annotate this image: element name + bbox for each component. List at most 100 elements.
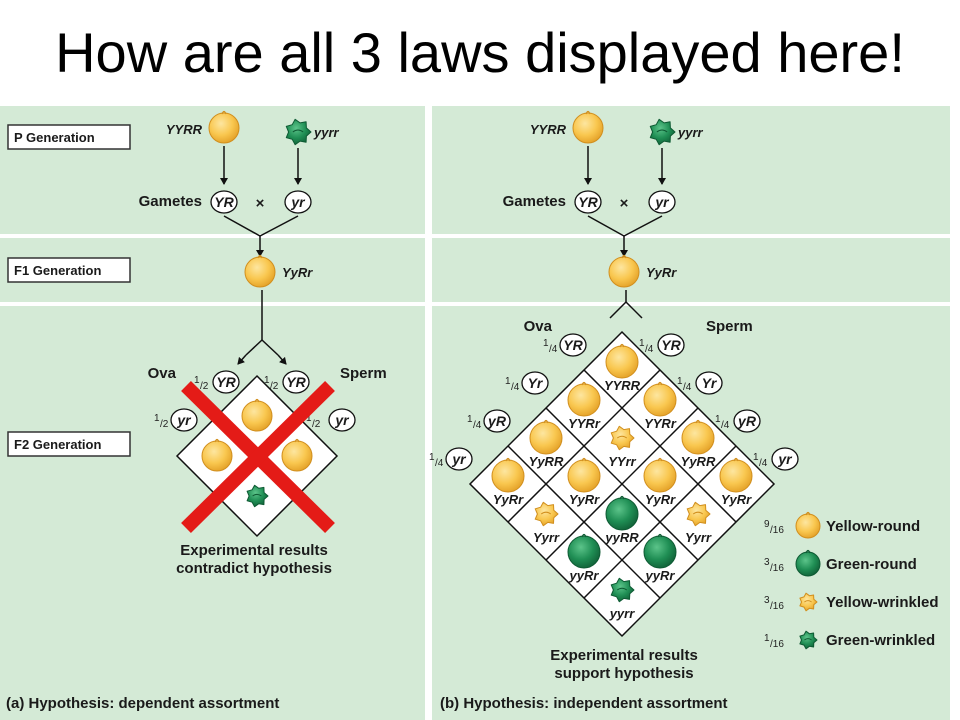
panel-b-split-right [625,301,643,319]
panel-b-offspring-pea [643,457,677,493]
fraction-numerator: 1 [264,375,270,386]
panel-a-arrow-sperm [277,354,287,365]
panel-b-result-line1: Experimental results [550,647,698,664]
panel-a-sperm-fraction-1: 1/2 [264,375,279,392]
pea-hilum [805,511,811,516]
panel-a-arrow-ova [237,354,247,365]
pea-body [241,400,273,432]
panel-a-ova-allele-1: YR [212,370,240,394]
panel-b-sperm-fraction: 1/4 [753,452,768,469]
pea-hilum [695,419,701,424]
pea-body [281,440,313,472]
panel-b-offspring-genotype: yyRR [604,530,639,545]
pea-body [799,630,818,650]
allele-text: yr [334,412,350,428]
panel-a-gametes-label: Gametes [139,193,202,210]
panel-b-sperm-allele: yr [771,447,799,471]
allele-text: yr [290,194,306,210]
panel-a-result-line1: Experimental results [180,542,328,559]
pea-hilum [805,549,811,554]
panel-b-ova-allele: YR [559,333,587,357]
panel-b-ova-allele: yr [445,447,473,471]
panel-b-offspring-genotype: YyRr [493,492,524,507]
panel-b-offspring-pea [719,457,753,493]
allele-ring [559,333,587,357]
fraction-denominator: /16 [770,601,784,612]
allele-text: YR [214,194,234,210]
fraction-denominator: /16 [770,525,784,536]
p-generation-text: P Generation [14,130,95,145]
fraction-numerator: 1 [764,633,770,644]
pea-hilum [581,381,587,386]
pea-body [605,345,639,379]
pea-wrinkle [292,129,304,133]
fraction-denominator: /16 [770,563,784,574]
pea-body [649,118,676,146]
panel-b-ova-label: Ova [524,318,553,335]
panel-b-grid-line [583,445,737,599]
panel-a-sperm-fraction-2: 1/2 [306,413,321,430]
fraction-denominator: /2 [160,419,169,430]
panel-a-parent-yellow-pea [208,110,240,144]
panel-b-offspring-genotype: Yyrr [533,530,560,545]
panel-b-offspring-pea [567,457,601,493]
legend-yellow-round-pea [795,511,821,539]
panel-b-offspring-genotype: yyRr [645,568,676,583]
legend-fraction: 9/16 [764,519,784,536]
panel-b-offspring-pea [529,419,563,455]
panel-b-offspring-genotype: yyrr [609,606,636,621]
pea-wrinkle [692,511,704,515]
fraction-numerator: 3 [764,557,770,568]
panel-b-offspring-genotype: YyRr [569,492,600,507]
legend-label-green-round: Green-round [826,556,917,573]
pea-hilum [257,254,263,259]
allele-text: YR [563,337,583,353]
panel-b-f1-genotype: YyRr [646,265,677,280]
panel-b-grid-line [507,445,661,599]
fraction-denominator: /4 [549,344,558,355]
fraction-denominator: /4 [759,458,768,469]
panel-a-split-left [245,339,263,356]
allele-text: YR [578,194,598,210]
pea-hilum [657,457,663,462]
panel-b-sperm-fraction: 1/4 [639,338,654,355]
panel-b-parent-right-genotype: yyrr [677,125,704,140]
fraction-denominator: /2 [200,381,209,392]
pea-hilum [581,533,587,538]
panel-b-parent-green-pea [649,118,676,146]
fraction-numerator: 1 [154,413,160,424]
panel-b-times-symbol: × [620,195,629,212]
pea-hilum [657,533,663,538]
allele-text: YR [216,374,236,390]
allele-ring [574,190,602,214]
fraction-numerator: 3 [764,595,770,606]
p-generation-label: P Generation [7,124,131,150]
pea-body [608,256,640,288]
panel-a-offspring-pea [241,398,273,432]
pea-body [208,112,240,144]
panel-b-ova-allele: Yr [521,371,549,395]
allele-ring [521,371,549,395]
panel-b-gamete-yr-upper: YR [574,190,602,214]
panel-a-offspring-pea [246,484,269,508]
fraction-numerator: 9 [764,519,770,530]
panel-b-sperm-fraction: 1/4 [715,414,730,431]
panel-b-offspring-genotype: YYRr [568,416,601,431]
allele-text: Yr [528,375,544,391]
pea-hilum [505,457,511,462]
panel-a-parent-right-genotype: yyrr [313,125,340,140]
panel-b-offspring-pea [567,533,601,569]
allele-text: yr [654,194,670,210]
pea-hilum [254,398,260,403]
panel-a-caption: (a) Hypothesis: dependent assortment [6,695,279,712]
panel-b-sperm-allele: yR [733,409,761,433]
pea-body [795,513,821,539]
panel-a-merge-right [259,215,299,237]
fraction-denominator: /2 [270,381,279,392]
pea-wrinkle [616,587,628,591]
allele-text: Yr [702,375,718,391]
panel-b-ova-fraction: 1/4 [543,338,558,355]
pea-body [799,592,818,612]
panel-a-sperm-allele-2: yr [328,408,356,432]
panel-b-offspring-genotype: YyRr [721,492,752,507]
